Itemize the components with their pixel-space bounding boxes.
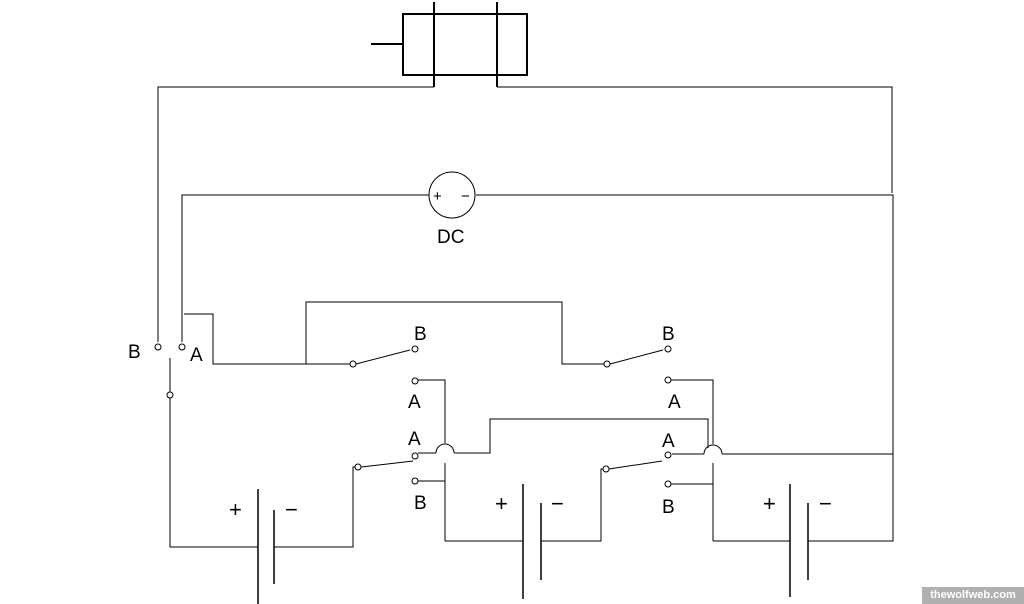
dc-label: DC: [437, 227, 464, 248]
dc-plus-label: +: [433, 188, 442, 205]
battery-3-minus-label: −: [819, 491, 832, 516]
dc-meter-wires: [181, 194, 894, 542]
battery-1-minus-label: −: [285, 497, 298, 522]
switch-2: [349, 345, 709, 541]
left-switch: [154, 313, 306, 399]
dc-minus-label: −: [461, 188, 470, 205]
switch-2-lower-b-label: B: [414, 493, 427, 514]
battery-2-plus-label: +: [495, 491, 508, 516]
switch-2-upper-a-label: A: [408, 392, 421, 413]
switch-3-lower-a-label: A: [662, 431, 675, 452]
battery-1-plus-label: +: [229, 497, 242, 522]
motor-wires: [157, 86, 893, 342]
switch-3-upper-b-label: B: [662, 324, 675, 345]
battery-3: [713, 484, 893, 597]
battery-3-plus-label: +: [763, 491, 776, 516]
watermark: thewolfweb.com: [922, 587, 1024, 604]
upper-bridge: [305, 301, 604, 365]
switch-3-upper-a-label: A: [668, 392, 681, 413]
battery-2-minus-label: −: [551, 491, 564, 516]
motor-symbol: [371, 2, 528, 87]
switch-2-lower-a-label: A: [408, 429, 421, 450]
switch-3-lower-b-label: B: [662, 497, 675, 518]
dc-meter-symbol: [428, 171, 476, 219]
left-switch-a-label: A: [190, 345, 203, 366]
battery-2: [445, 468, 603, 599]
switch-2-upper-b-label: B: [414, 324, 427, 345]
left-switch-b-label: B: [128, 342, 141, 363]
battery-1: [169, 398, 355, 604]
switch-3: [602, 345, 893, 541]
